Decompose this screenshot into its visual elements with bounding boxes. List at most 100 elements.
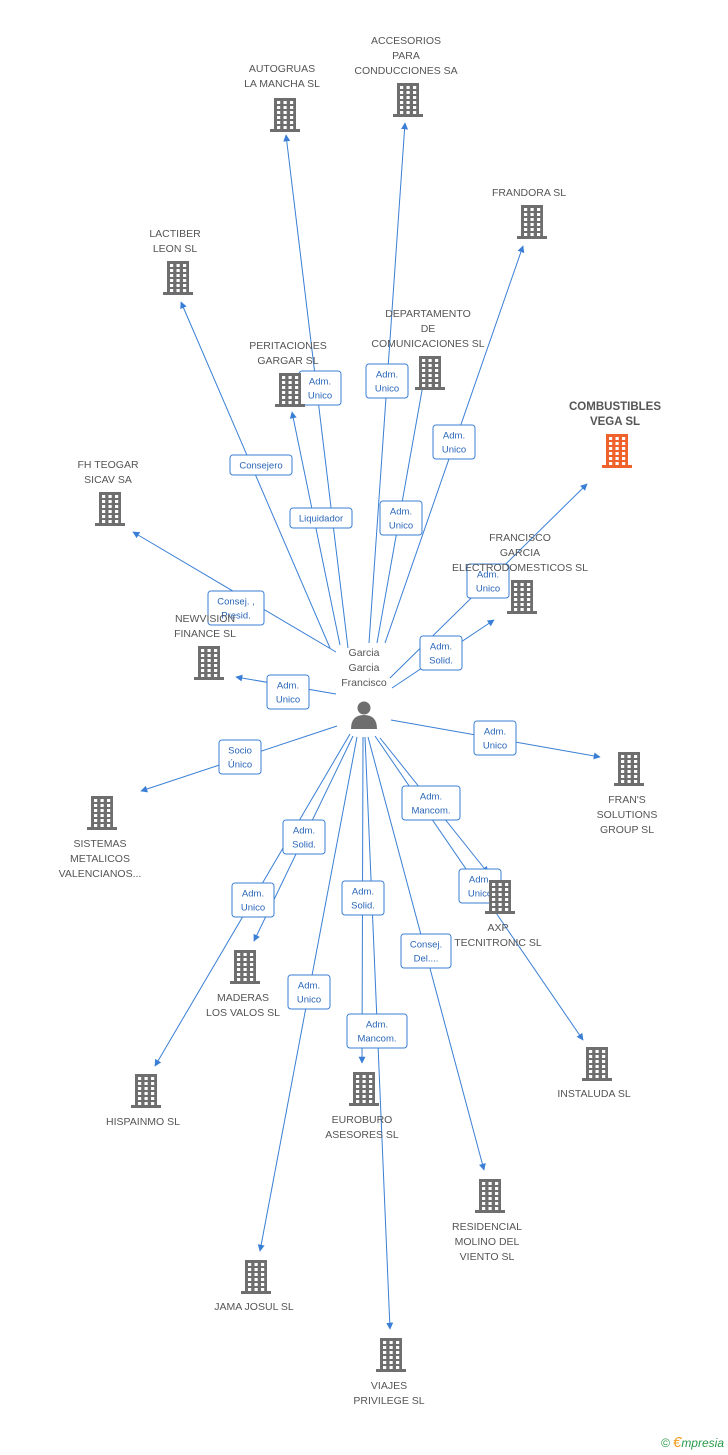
role-badge-box (341, 880, 385, 916)
company-label: PERITACIONES (249, 340, 326, 352)
company-node-sistemas[interactable]: SISTEMASMETALICOSVALENCIANOS... (59, 796, 142, 880)
role-badge-francisco[interactable]: Adm. Solid. (419, 635, 463, 671)
company-label: VEGA SL (590, 416, 640, 428)
building-icon (131, 1074, 161, 1108)
role-badge-departamento[interactable]: Adm.Unico (379, 500, 423, 536)
role-badge-text: Solid. (429, 656, 453, 667)
role-badge-text: Adm. (430, 642, 452, 653)
role-badge-text: Unico (468, 889, 492, 900)
role-badge-text: Consej. , (217, 597, 255, 608)
role-badge-box (401, 785, 461, 821)
role-badge-axp[interactable]: Adm.Mancom. (401, 785, 461, 821)
role-badge-newvision[interactable]: Adm.Unico (266, 674, 310, 710)
building-icon (475, 1179, 505, 1213)
company-label: PARA (392, 50, 420, 62)
role-badge-accesorios[interactable]: Adm.Unico (365, 363, 409, 399)
role-badge-combustibles[interactable]: Adm.Unico (466, 563, 510, 599)
role-badge-text: Adm. (443, 431, 465, 442)
role-badge-eurobur[interactable]: Adm.Solid. (341, 880, 385, 916)
copyright-symbol: © (661, 1436, 670, 1450)
company-label: GARGAR SL (257, 355, 318, 367)
role-badge-box (289, 507, 353, 529)
company-node-frandora[interactable]: FRANDORA SL (492, 187, 566, 239)
role-badge-box (218, 739, 262, 775)
role-badge-frans[interactable]: Adm.Unico (473, 720, 517, 756)
role-badge-residencial[interactable]: Consej.Del.... (400, 933, 452, 969)
role-badge-box (473, 720, 517, 756)
company-node-hispainmo[interactable]: HISPAINMO SL (106, 1074, 180, 1128)
role-badge-text: Adm. (420, 792, 442, 803)
company-label: GARCIA (500, 547, 540, 559)
role-badge-text: Unico (483, 741, 507, 752)
company-label: CONDUCCIONES SA (354, 65, 457, 77)
company-label: FH TEOGAR (77, 459, 138, 471)
role-badge-viajes[interactable]: Adm.Mancom. (346, 1013, 408, 1049)
building-icon (87, 796, 117, 830)
role-badge-peritaciones[interactable]: Adm.Unico (298, 370, 342, 406)
company-label: VIENTO SL (460, 1251, 515, 1263)
role-badge-box (419, 635, 463, 671)
person-name-label: Francisco (341, 677, 387, 689)
role-badge-box (432, 424, 476, 460)
company-label: COMBUSTIBLES (569, 401, 661, 413)
building-icon (602, 434, 632, 468)
role-badge-box (365, 363, 409, 399)
company-label: DEPARTAMENTO (385, 308, 471, 320)
company-label: FINANCE SL (174, 628, 236, 640)
role-badge-box (379, 500, 423, 536)
building-icon (614, 752, 644, 786)
company-node-instaluda[interactable]: INSTALUDA SL (557, 1047, 631, 1100)
role-badge-hispainmo[interactable]: Adm. Unico (231, 882, 275, 918)
company-label: MOLINO DEL (455, 1236, 520, 1248)
company-label: LA MANCHA SL (244, 78, 320, 90)
role-badge-text: Solid. (292, 840, 316, 851)
role-badge-maderas[interactable]: Adm.Solid. (282, 819, 326, 855)
role-badge-fhteogar[interactable]: Consej. ,Presid. (207, 590, 265, 626)
role-badge-box (207, 590, 265, 626)
role-badge-box (466, 563, 510, 599)
company-node-peritaciones[interactable]: PERITACIONES GARGAR SL (249, 340, 327, 407)
building-icon (415, 356, 445, 390)
person-name-label: Garcia (349, 662, 380, 674)
company-label: SICAV SA (84, 474, 132, 486)
company-label: FRAN'S (608, 794, 646, 806)
role-badge-autogruas[interactable]: Liquidador (289, 507, 353, 529)
person-icon (351, 701, 377, 729)
role-badge-lactiber[interactable]: Consejero (229, 454, 293, 476)
company-node-fhteogar[interactable]: FH TEOGAR SICAV SA (77, 459, 139, 526)
role-badge-jama[interactable]: Adm.Unico (287, 974, 331, 1010)
role-badge-text: Consejero (239, 461, 282, 472)
role-badge-text: Socio (228, 746, 252, 757)
building-icon (95, 492, 125, 526)
role-badge-box (231, 882, 275, 918)
company-node-combustibles[interactable]: COMBUSTIBLES VEGA SL (569, 401, 661, 468)
company-label: LEON SL (153, 243, 198, 255)
role-badge-text: Unico (241, 903, 265, 914)
building-icon (275, 373, 305, 407)
role-badge-text: Del.... (414, 954, 439, 965)
role-badge-text: Adm. (242, 889, 264, 900)
role-badge-text: Adm. (352, 887, 374, 898)
company-node-jama[interactable]: JAMA JOSUL SL (214, 1260, 294, 1313)
building-icon (241, 1260, 271, 1294)
role-badge-frandora[interactable]: Adm.Unico (432, 424, 476, 460)
role-badge-text: Adm. (477, 570, 499, 581)
building-icon (163, 261, 193, 295)
company-label: LOS VALOS SL (206, 1007, 280, 1019)
